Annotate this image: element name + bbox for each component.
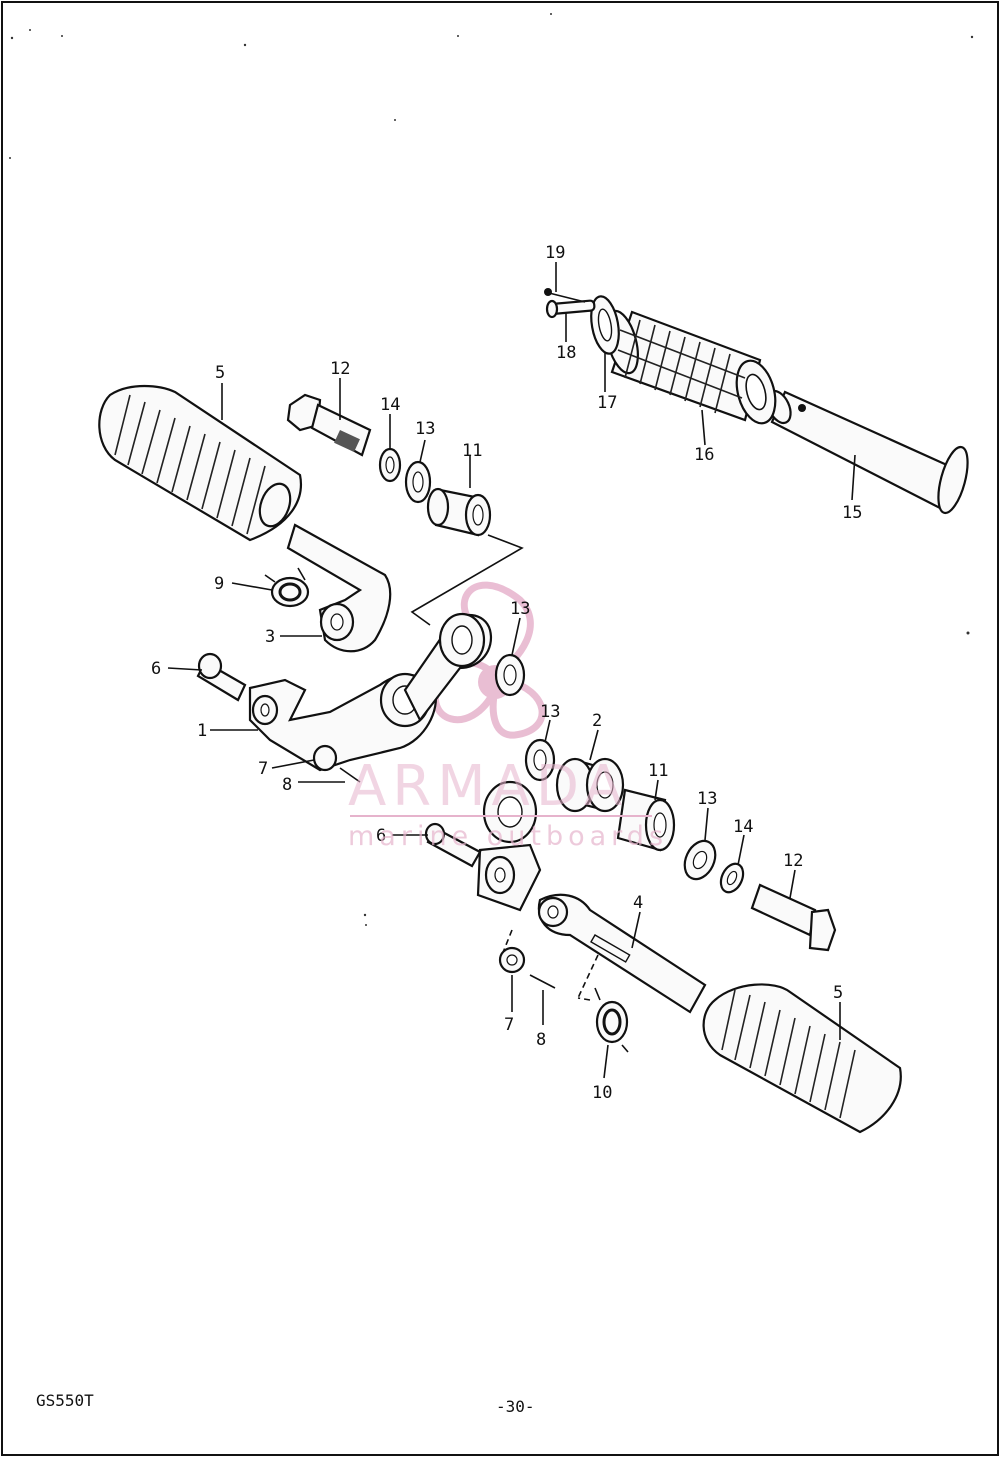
leader-lines (167, 262, 856, 1079)
callout-9: 9 (214, 574, 224, 594)
callout-10: 10 (592, 1083, 612, 1103)
footrest-bracket-lower (476, 780, 542, 912)
callout-7-top: 7 (258, 759, 268, 779)
callout-2: 2 (592, 711, 602, 731)
model-code: GS550T (36, 1391, 94, 1410)
footrest-rubber-5-bottom (702, 983, 902, 1134)
pin-18 (545, 299, 596, 319)
scan-specks (9, 13, 974, 926)
cotter-8-top (339, 767, 361, 783)
footrest-rubber-5-top (98, 384, 302, 542)
washer-13-top (404, 460, 432, 504)
washer-14-right (719, 862, 745, 894)
callout-numbers: 19 18 17 16 15 5 12 14 13 11 9 3 13 6 1 … (151, 243, 862, 1103)
washer-7-low (498, 946, 526, 974)
watermark-tagline: marine outboards (348, 821, 668, 852)
bolt-12-right (750, 883, 837, 952)
footrest-rubber-16 (605, 309, 777, 425)
callout-13-low: 13 (540, 702, 560, 722)
callout-7-low: 7 (504, 1015, 514, 1035)
bushing-11-top (426, 487, 492, 537)
washer-13-low (524, 738, 556, 782)
page-number: -30- (496, 1397, 535, 1416)
cotter-8-low (529, 974, 556, 989)
callout-15: 15 (842, 503, 862, 523)
washer-14-top (378, 447, 402, 483)
callout-13-right: 13 (697, 789, 717, 809)
callout-12-top: 12 (330, 359, 350, 379)
callout-11-top: 11 (462, 441, 482, 461)
spring-10 (594, 987, 629, 1053)
pin-6-low (424, 822, 482, 868)
callout-12-right: 12 (783, 851, 803, 871)
footrest-arm-4 (537, 893, 707, 1014)
callout-11-low: 11 (648, 761, 668, 781)
callout-17: 17 (597, 393, 617, 413)
callout-8-top: 8 (282, 775, 292, 795)
spring-9 (264, 567, 310, 608)
washer-17 (590, 295, 620, 355)
callout-5-top: 5 (215, 363, 225, 383)
callout-14-right: 14 (733, 817, 753, 837)
callout-1: 1 (197, 721, 207, 741)
collar-2 (555, 757, 625, 813)
bushing-11-low (616, 788, 676, 852)
callout-6-top: 6 (151, 659, 161, 679)
callout-14-top: 14 (380, 395, 400, 415)
callout-3: 3 (265, 627, 275, 647)
washer-7-top (312, 744, 338, 772)
callout-13-top: 13 (415, 419, 435, 439)
callout-5-bottom: 5 (833, 983, 843, 1003)
washer-13-right (683, 839, 717, 881)
watermark-brand: ARMADA (348, 754, 628, 819)
footrest-bracket-3 (286, 523, 392, 653)
callout-13-mid: 13 (510, 599, 530, 619)
washer-13-mid (494, 653, 526, 697)
footrest-shaft-15 (766, 389, 969, 515)
callout-16: 16 (694, 445, 714, 465)
footrest-bracket-1 (248, 612, 493, 772)
bolt-12-top (286, 393, 372, 457)
callout-4: 4 (633, 893, 643, 913)
callout-6-low: 6 (376, 826, 386, 846)
pin-6-top (196, 652, 247, 702)
callout-18: 18 (556, 343, 576, 363)
cotter-pin-19 (544, 288, 586, 303)
callout-19: 19 (545, 243, 565, 263)
callout-8-low: 8 (536, 1030, 546, 1050)
